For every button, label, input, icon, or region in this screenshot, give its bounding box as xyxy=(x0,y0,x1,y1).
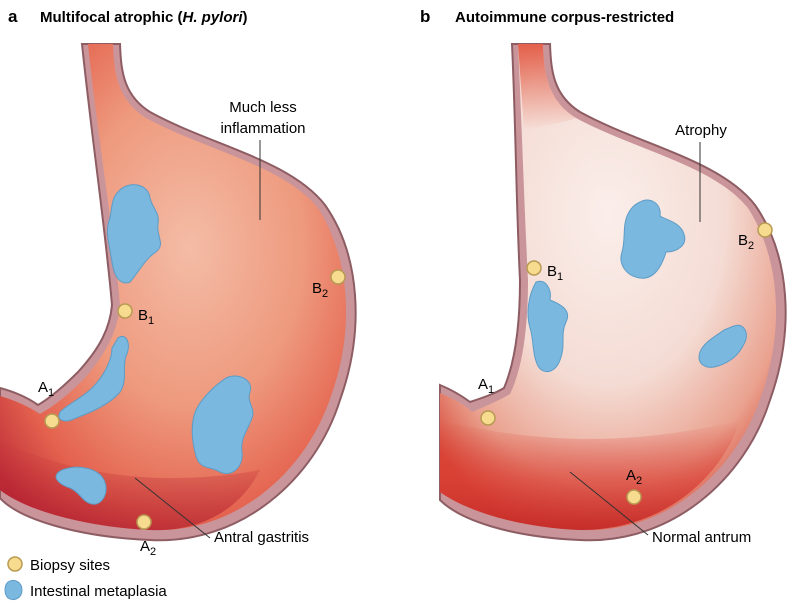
site-label-b-b2: B2 xyxy=(738,232,754,252)
stomach-lumen-a xyxy=(0,44,347,531)
biopsy-site-a-a1 xyxy=(44,413,60,429)
panel-title-a: Multifocal atrophic (H. pylori) xyxy=(40,9,248,26)
panel-a: a Multifocal atrophic (H. pylori) Much l… xyxy=(0,7,357,558)
biopsy-site-b-b2 xyxy=(757,222,773,238)
metaplasia-patch-b2 xyxy=(527,280,568,373)
label-much-less: Much less xyxy=(229,99,297,116)
biopsy-site-b-a2 xyxy=(626,489,642,505)
metaplasia-patch-b1 xyxy=(620,199,686,279)
biopsy-site-a-b1 xyxy=(117,303,133,319)
leader-normal-antrum xyxy=(569,471,649,536)
legend-biopsy-label: Biopsy sites xyxy=(30,557,110,574)
label-atrophy: Atrophy xyxy=(675,122,727,139)
panel-b: b Autoimmune corpus-restricted Atrophy N… xyxy=(420,7,787,546)
label-normal-antrum: Normal antrum xyxy=(652,529,751,546)
site-label-a-a1: A1 xyxy=(38,379,54,399)
panel-title-b: Autoimmune corpus-restricted xyxy=(455,9,674,26)
normal-antrum-b xyxy=(440,420,740,530)
biopsy-site-b-b1 xyxy=(526,260,542,276)
biopsy-site-a-a2 xyxy=(136,514,152,530)
site-label-a-a2: A2 xyxy=(140,538,156,558)
legend-metaplasia-label: Intestinal metaplasia xyxy=(30,583,167,600)
site-label-b-b1: B1 xyxy=(547,263,563,283)
metaplasia-patch-b3 xyxy=(698,324,747,368)
site-label-a-b2: B2 xyxy=(312,280,328,300)
leader-antral-gastritis xyxy=(134,477,211,539)
site-label-b-a2: A2 xyxy=(626,467,642,487)
legend: Biopsy sites Intestinal metaplasia xyxy=(4,556,167,601)
legend-biopsy-icon xyxy=(7,556,23,572)
metaplasia-patch-a3 xyxy=(191,375,254,474)
legend-metaplasia-icon xyxy=(4,579,23,601)
panel-letter-b: b xyxy=(420,7,430,26)
biopsy-site-b-a1 xyxy=(480,410,496,426)
site-label-a-b1: B1 xyxy=(138,307,154,327)
metaplasia-patch-a4 xyxy=(55,466,107,505)
label-inflammation: inflammation xyxy=(220,120,305,137)
panel-letter-a: a xyxy=(8,7,18,26)
site-label-b-a1: A1 xyxy=(478,376,494,396)
metaplasia-patch-a2 xyxy=(58,336,129,422)
biopsy-site-a-b2 xyxy=(330,269,346,285)
stomach-lumen-b xyxy=(440,44,777,531)
label-antral-gastritis: Antral gastritis xyxy=(214,529,309,546)
antral-inflammation-a xyxy=(0,440,260,531)
esophagus-mucosa-b xyxy=(518,44,576,130)
metaplasia-patch-a1 xyxy=(106,184,161,284)
